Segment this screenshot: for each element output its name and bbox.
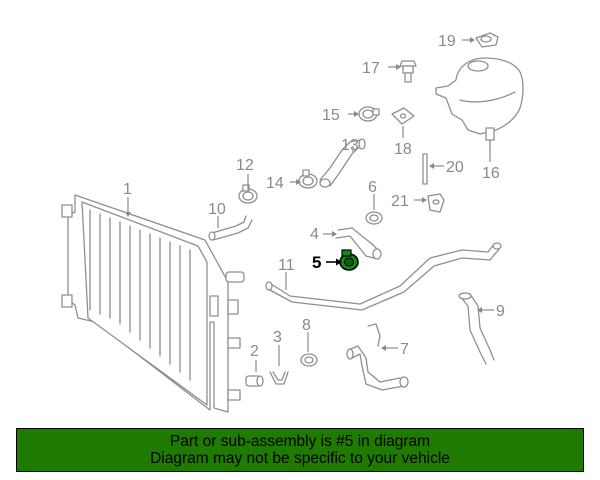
clamp-part-12[interactable] [238, 184, 258, 204]
clip-part-3[interactable] [269, 371, 289, 385]
callout-12: 12 [236, 157, 254, 174]
callout-9: 9 [496, 303, 505, 320]
hose-part-10[interactable] [208, 215, 253, 241]
callout-5-highlighted: 5 [312, 253, 321, 272]
clamp-part-15[interactable] [358, 106, 380, 122]
pipe-part-11[interactable] [265, 242, 502, 311]
pipe-part-20[interactable] [422, 153, 428, 185]
expansion-tank-part-16[interactable] [435, 57, 524, 151]
callout-8: 8 [302, 317, 311, 334]
hose-part-7[interactable] [346, 323, 409, 391]
clamp-part-6[interactable] [365, 211, 383, 225]
fitting-part-21[interactable] [427, 193, 445, 213]
banner-line-2: Diagram may not be specific to your vehi… [150, 450, 450, 467]
clamp-part-14[interactable] [298, 169, 318, 189]
banner-line-1: Part or sub-assembly is #5 in diagram [169, 433, 431, 450]
callout-labels: 1 2 3 4 5 6 7 8 9 10 11 12 13 14 15 16 1… [123, 33, 505, 360]
clamp-part-5-highlighted[interactable] [339, 249, 359, 271]
callout-3: 3 [273, 329, 282, 346]
info-banner: Part or sub-assembly is #5 in diagram Di… [16, 428, 584, 472]
callout-4: 4 [310, 226, 319, 243]
callout-14: 14 [266, 175, 284, 192]
hose-part-13[interactable] [319, 138, 366, 188]
callout-16: 16 [482, 165, 500, 182]
callout-10: 10 [208, 201, 226, 218]
callout-15: 15 [322, 107, 340, 124]
callout-18: 18 [394, 141, 412, 158]
oring-part-8[interactable] [300, 353, 318, 367]
callout-13: 13 [341, 137, 359, 154]
callout-19: 19 [438, 33, 456, 50]
connector-part-2[interactable] [245, 375, 264, 387]
callout-17: 17 [362, 60, 380, 77]
callout-2: 2 [250, 343, 259, 360]
radiator[interactable] [61, 194, 245, 413]
hose-part-9[interactable] [458, 292, 495, 365]
bolt-part-17[interactable] [399, 60, 417, 83]
callout-20: 20 [446, 159, 464, 176]
parts-diagram: 1 2 3 4 5 6 7 8 9 10 11 12 13 14 15 16 1… [61, 32, 524, 413]
leader-lines [125, 37, 494, 372]
callout-6: 6 [368, 179, 377, 196]
callout-21: 21 [391, 193, 409, 210]
callout-7: 7 [400, 341, 409, 358]
hose-part-4[interactable] [335, 227, 382, 260]
cap-part-19[interactable] [475, 32, 499, 48]
callout-1: 1 [123, 181, 132, 198]
callout-11: 11 [278, 257, 295, 274]
bracket-part-18[interactable] [391, 107, 415, 125]
